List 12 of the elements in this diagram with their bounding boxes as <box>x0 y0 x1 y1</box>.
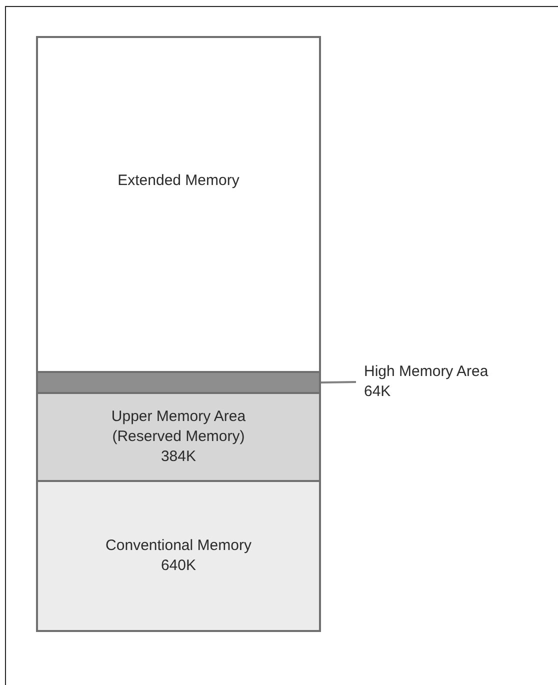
region-label: Upper Memory Area (Reserved Memory) <box>110 407 247 447</box>
memory-region-box <box>36 36 321 373</box>
memory-region-box <box>36 480 321 632</box>
memory-region-bar <box>36 371 321 394</box>
region-label: 384K <box>160 447 196 467</box>
region-label: Extended Memory <box>118 171 240 191</box>
leader-line <box>320 381 356 384</box>
callout-label: High Memory Area <box>364 362 488 382</box>
region-label: Conventional Memory <box>106 536 252 556</box>
region-label: 640K <box>160 556 196 576</box>
callout-label: 64K <box>364 382 391 402</box>
memory-region-box <box>36 392 321 482</box>
